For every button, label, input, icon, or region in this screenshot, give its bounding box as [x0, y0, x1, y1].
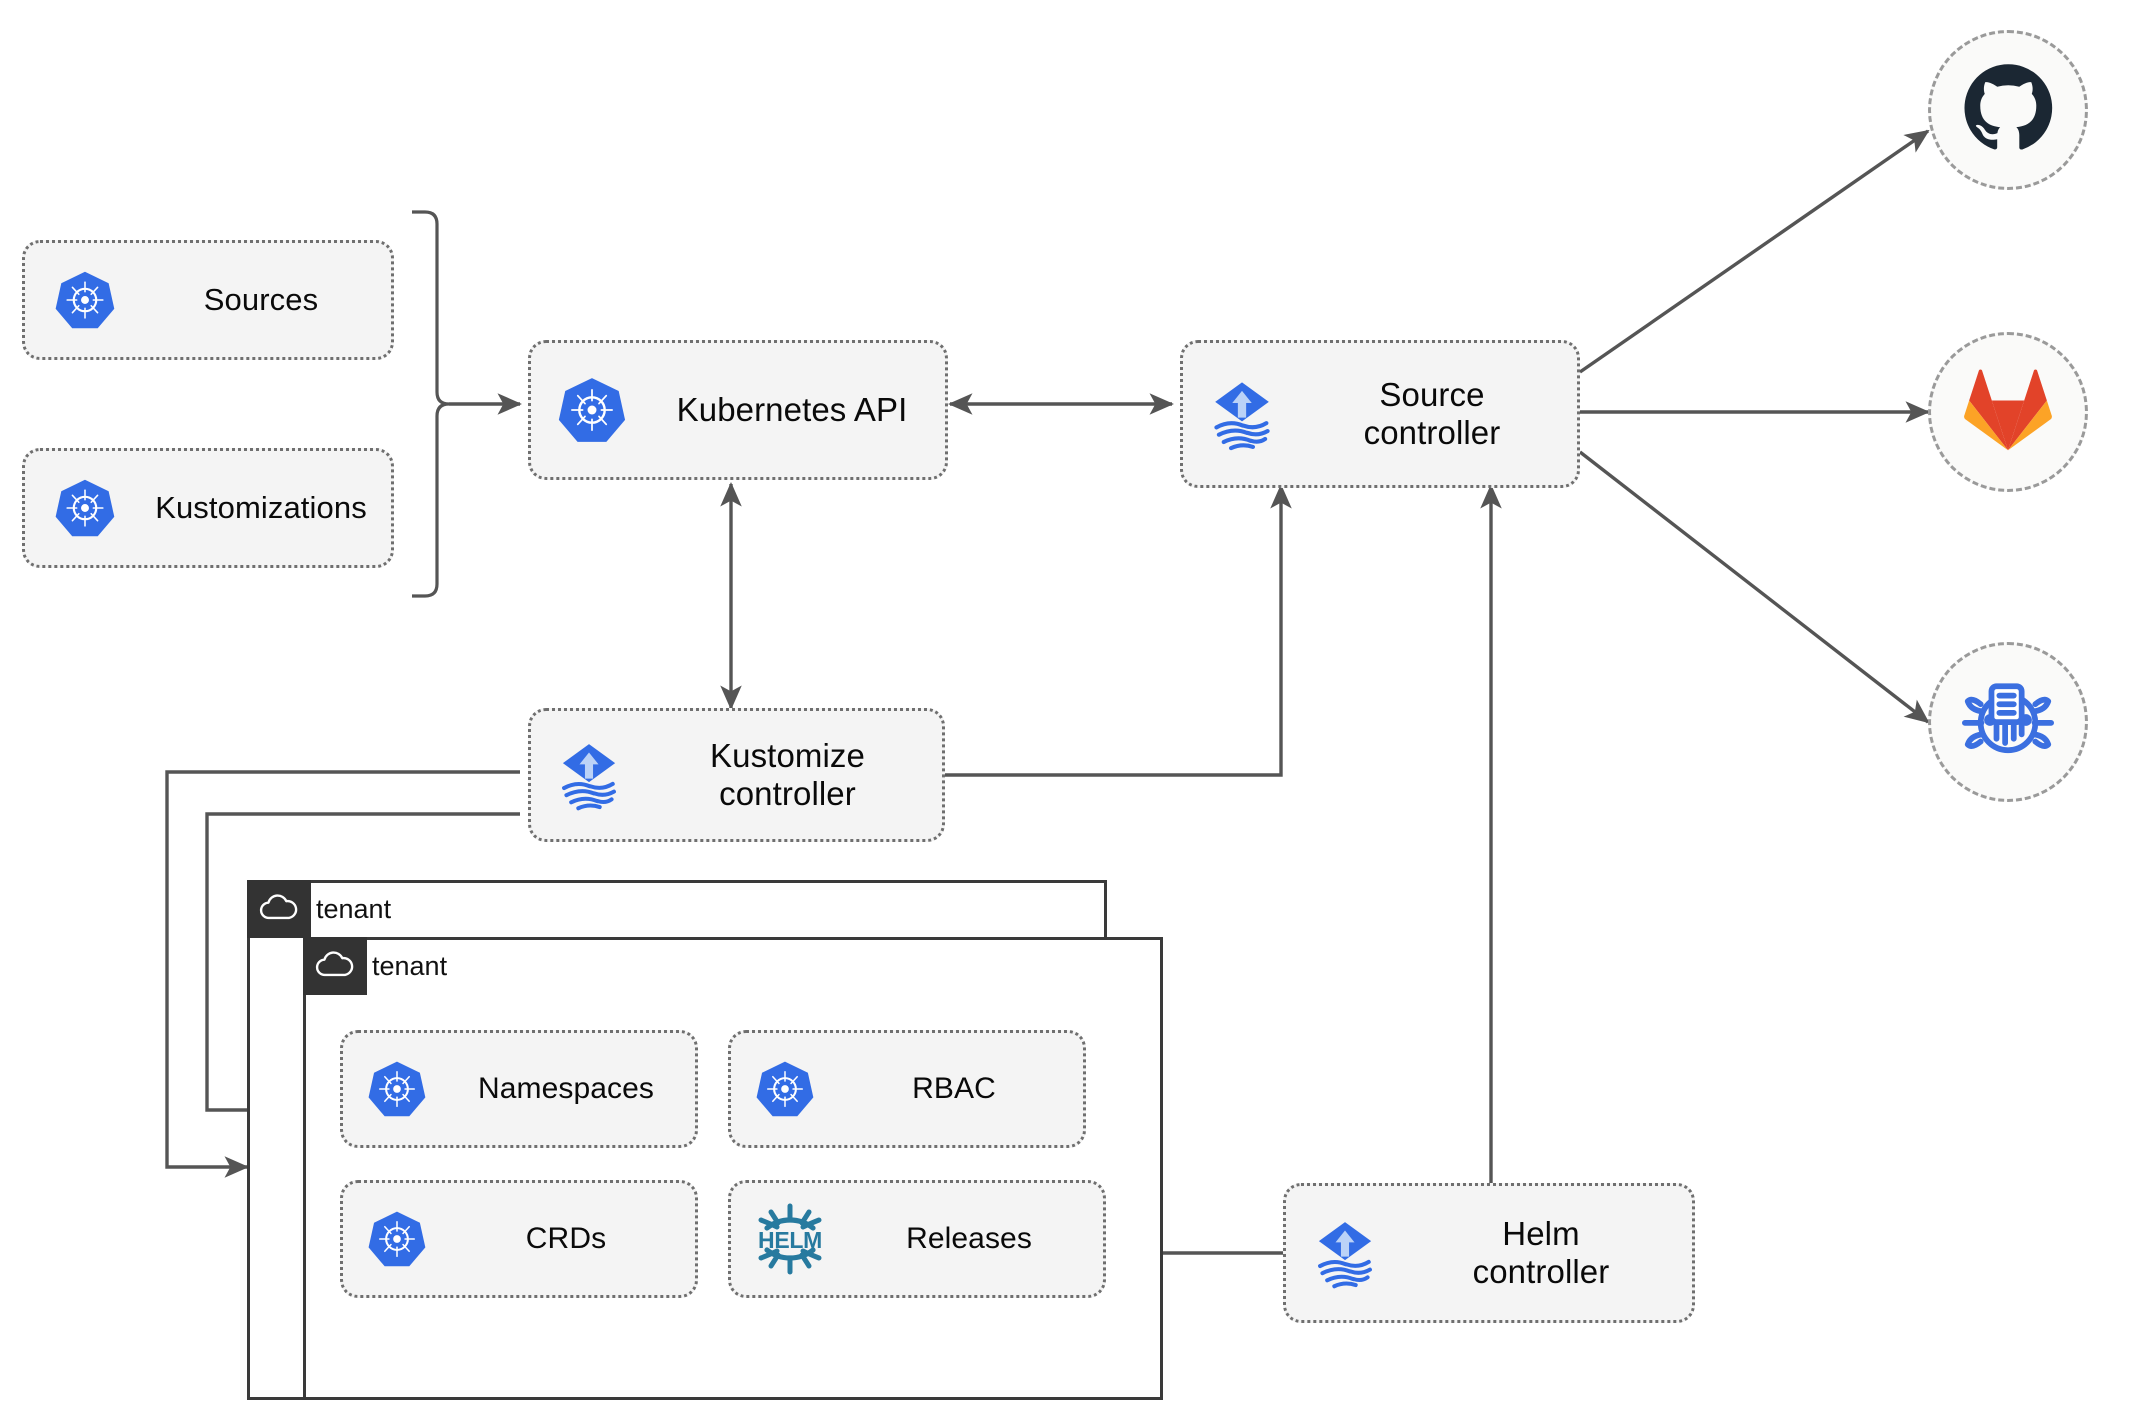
- node-kubernetes-api[interactable]: Kubernetes API: [528, 340, 948, 480]
- node-label: Kustomize controller: [647, 737, 942, 814]
- node-label: Helm controller: [1404, 1215, 1692, 1292]
- flux-icon: [1286, 1215, 1404, 1291]
- node-crds[interactable]: CRDs: [340, 1180, 698, 1298]
- edge-source-to-helm-repository: [1578, 450, 1930, 724]
- node-source-controller[interactable]: Source controller: [1180, 340, 1580, 488]
- node-label-line1: Source: [1379, 375, 1485, 413]
- node-label-line1: Helm: [1502, 1214, 1580, 1252]
- kubernetes-icon: [343, 1209, 451, 1269]
- node-label: Kubernetes API: [676, 390, 908, 428]
- node-releases[interactable]: HELM Releases: [728, 1180, 1106, 1298]
- helm-repository-icon: [1962, 674, 2054, 771]
- provider-helm-repository[interactable]: [1928, 642, 2088, 802]
- node-label-line1: Kustomize: [710, 736, 865, 774]
- node-label: Namespaces: [477, 1071, 655, 1105]
- tenant-label: tenant: [372, 950, 448, 981]
- edge-kustomize-to-source: [945, 484, 1292, 777]
- node-kustomize-controller[interactable]: Kustomize controller: [528, 708, 945, 842]
- provider-gitlab[interactable]: [1928, 332, 2088, 492]
- node-kustomizations[interactable]: Kustomizations: [22, 448, 394, 568]
- flux-icon: [531, 737, 647, 813]
- node-namespaces[interactable]: Namespaces: [340, 1030, 698, 1148]
- provider-github[interactable]: [1928, 30, 2088, 190]
- cloud-icon: [259, 893, 299, 926]
- kubernetes-icon: [25, 269, 145, 331]
- edge-bracket: [412, 210, 450, 598]
- cloud-icon: [315, 950, 355, 983]
- tenant-tab: [247, 880, 311, 938]
- node-label-line2: controller: [1472, 1253, 1610, 1290]
- node-label-line2: controller: [1363, 414, 1501, 451]
- gitlab-icon: [1964, 368, 2052, 457]
- node-label: Releases: [906, 1221, 1032, 1255]
- svg-text:HELM: HELM: [758, 1227, 822, 1253]
- node-label-line2: controller: [719, 775, 856, 812]
- helm-icon: HELM: [731, 1200, 849, 1278]
- node-sources[interactable]: Sources: [22, 240, 394, 360]
- node-label: CRDs: [525, 1221, 607, 1255]
- edge-source-to-github: [1579, 129, 1930, 374]
- node-helm-controller[interactable]: Helm controller: [1283, 1183, 1695, 1323]
- node-label: Source controller: [1301, 376, 1577, 453]
- tenant-container-inner[interactable]: tenant: [303, 937, 1163, 1400]
- kubernetes-icon: [343, 1059, 451, 1119]
- kubernetes-icon: [25, 477, 145, 539]
- tenant-tab: [303, 937, 367, 995]
- tenant-label: tenant: [316, 893, 392, 924]
- node-label: Kustomizations: [155, 490, 367, 526]
- kubernetes-icon: [531, 375, 653, 445]
- node-rbac[interactable]: RBAC: [728, 1030, 1086, 1148]
- node-label: Sources: [203, 282, 319, 318]
- flux-icon: [1183, 375, 1301, 453]
- github-icon: [1962, 62, 2054, 159]
- kubernetes-icon: [731, 1059, 839, 1119]
- node-label: RBAC: [912, 1071, 996, 1105]
